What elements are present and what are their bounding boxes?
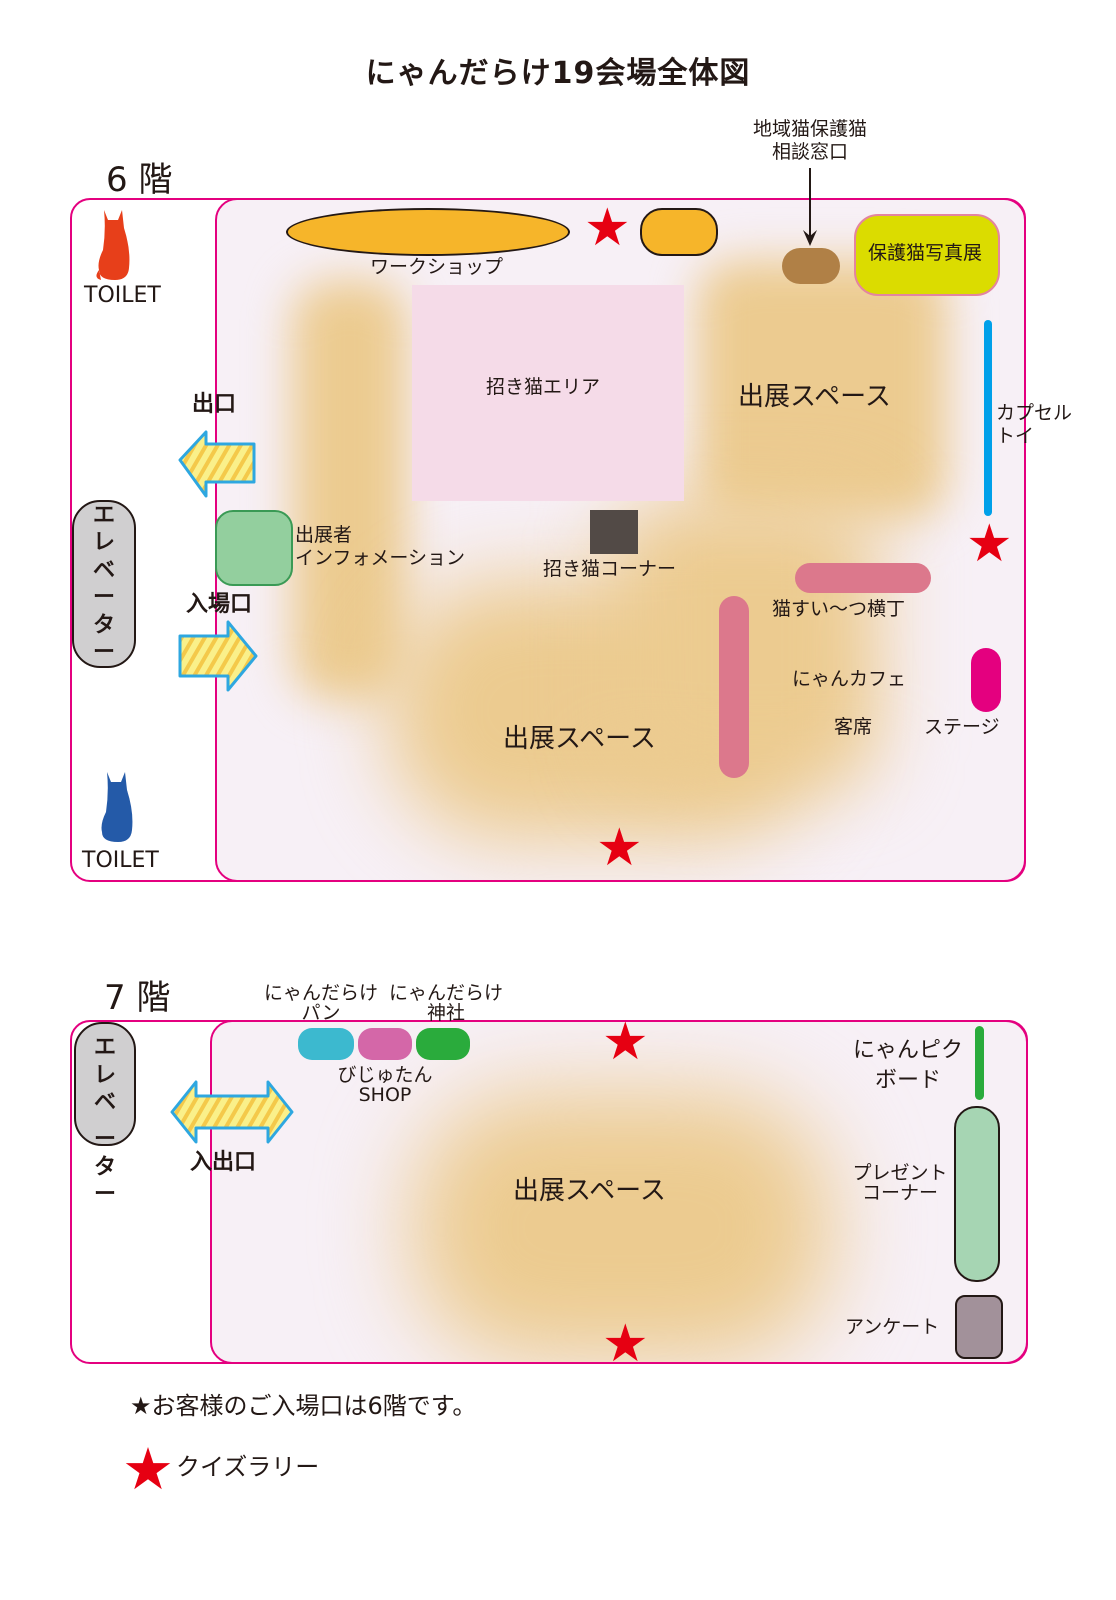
- floor-6-hall: [215, 198, 1026, 882]
- stage-booth: [971, 648, 1001, 712]
- present-corner-booth: [954, 1106, 1000, 1282]
- quiz-star-icon: ★: [966, 514, 1013, 574]
- elevator-char: レ: [93, 1062, 116, 1088]
- consult-label-line: 地域猫保護猫: [752, 118, 867, 140]
- quiz-legend-label: クイズラリー: [176, 1453, 320, 1481]
- elevator-char: ー: [93, 1182, 116, 1207]
- bread-label-line: にゃんだらけ: [263, 982, 378, 1004]
- elevator-char: タ: [92, 612, 115, 638]
- survey-booth: [955, 1295, 1003, 1359]
- entrance-exit-label: 入出口: [190, 1150, 257, 1175]
- exhibitor-info-label: 出展者 インフォメーション: [295, 524, 465, 570]
- quiz-star-icon: ★: [602, 1012, 649, 1072]
- present-corner-label-line: プレゼント: [852, 1162, 948, 1184]
- consult-booth: [782, 248, 840, 284]
- bread-label: にゃんだらけ パン: [256, 982, 386, 1024]
- elevator-char: エ: [92, 502, 115, 528]
- cafe-label: にゃんカフェ: [792, 668, 907, 690]
- workshop-label: ワークショップ: [370, 256, 504, 278]
- shop-label-line: びじゅたん: [337, 1064, 433, 1086]
- elevator-char: ー: [93, 1127, 116, 1152]
- exhibitor-info-label-line: インフォメーション: [295, 546, 466, 569]
- cat-toilet-icon-blue: [101, 772, 133, 842]
- exit-arrow-icon: [178, 430, 256, 498]
- booth-space-top-label: 出展スペース: [738, 382, 891, 412]
- entrance-arrow-icon: [178, 620, 258, 692]
- entrance-label: 入場口: [186, 592, 253, 617]
- consult-pointer-arrow: [803, 168, 817, 246]
- floor-7-booth-space-label: 出展スペース: [513, 1176, 666, 1206]
- photo-exhibit-booth: [854, 214, 1000, 296]
- elevator-char: タ: [93, 1154, 116, 1180]
- floor-7-hall: [210, 1020, 1028, 1364]
- shrine-booth: [416, 1028, 470, 1060]
- bread-label-line: パン: [301, 1001, 341, 1024]
- present-corner-label: プレゼント コーナー: [848, 1162, 952, 1204]
- elevator-char: ベ: [93, 1090, 116, 1115]
- floor-7-label: 7 階: [104, 978, 171, 1018]
- cat-toilet-icon-red: [96, 210, 130, 280]
- quiz-legend-star-icon: ★: [122, 1435, 174, 1503]
- elevator-floor-7: エ レ ベ: [74, 1022, 136, 1146]
- board-label: にゃんピク ボード: [846, 1036, 970, 1095]
- sweets-alley-label: 猫すい〜つ横丁: [772, 598, 906, 620]
- survey-label: アンケート: [845, 1316, 940, 1338]
- board-label-line: ボード: [874, 1067, 941, 1093]
- consult-label: 地域猫保護猫 相談窓口: [740, 118, 880, 164]
- exhibitor-info-label-line: 出展者: [295, 524, 353, 546]
- maneki-area-label: 招き猫エリア: [486, 376, 601, 398]
- shop-label: びじゅたん SHOP: [330, 1064, 440, 1106]
- toilet-label-top: TOILET: [84, 283, 161, 308]
- present-corner-label-line: コーナー: [861, 1181, 938, 1204]
- capsule-toy-label-line: トイ: [996, 424, 1035, 447]
- booth-space-bottom-label: 出展スペース: [503, 724, 656, 754]
- workshop-booth-small: [640, 208, 718, 256]
- entrance-exit-arrow-icon: [170, 1080, 294, 1144]
- exit-label: 出口: [192, 392, 237, 417]
- elevator-floor-7-tail: ー タ ー: [92, 1126, 118, 1209]
- floor-6-label: 6 階: [106, 160, 173, 200]
- map-title: にゃんだらけ19会場全体図: [365, 56, 751, 91]
- maneki-corner-booth: [590, 510, 638, 554]
- capsule-toy-label: カプセル トイ: [996, 402, 1072, 448]
- quiz-star-icon: ★: [584, 198, 631, 258]
- shop-booth: [358, 1028, 412, 1060]
- maneki-corner-label: 招き猫コーナー: [543, 558, 677, 580]
- entrance-note: ★お客様のご入場口は6階です。: [130, 1392, 477, 1420]
- bread-booth: [298, 1028, 354, 1060]
- shrine-label: にゃんだらけ 神社: [384, 982, 508, 1024]
- consult-label-line: 相談窓口: [771, 140, 848, 163]
- toilet-label-bottom: TOILET: [82, 848, 159, 873]
- board-line: [975, 1026, 984, 1100]
- maneki-area: [412, 285, 684, 501]
- quiz-star-icon: ★: [602, 1314, 649, 1374]
- elevator-char: エ: [93, 1035, 116, 1060]
- elevator-char: レ: [92, 530, 115, 555]
- elevator-char: ー: [92, 585, 115, 610]
- capsule-toy-line: [984, 320, 992, 516]
- elevator-char: ベ: [92, 557, 115, 583]
- elevator-floor-6: エ レ ベ ー タ ー: [72, 500, 136, 668]
- workshop-booth: [286, 208, 570, 256]
- sweets-alley-booth: [795, 563, 931, 593]
- shrine-label-line: にゃんだらけ: [388, 982, 503, 1004]
- shop-label-line: SHOP: [358, 1083, 412, 1106]
- shrine-label-line: 神社: [426, 1001, 465, 1024]
- seats-label: 客席: [834, 716, 873, 738]
- cafe-counter: [719, 596, 749, 778]
- elevator-char: ー: [92, 640, 115, 665]
- exhibitor-info-booth: [215, 510, 293, 586]
- capsule-toy-label-line: カプセル: [996, 402, 1073, 424]
- stage-label: ステージ: [924, 716, 1000, 738]
- quiz-star-icon: ★: [596, 818, 643, 878]
- board-label-line: にゃんピク: [852, 1038, 963, 1063]
- photo-exhibit-label: 保護猫写真展: [868, 242, 983, 264]
